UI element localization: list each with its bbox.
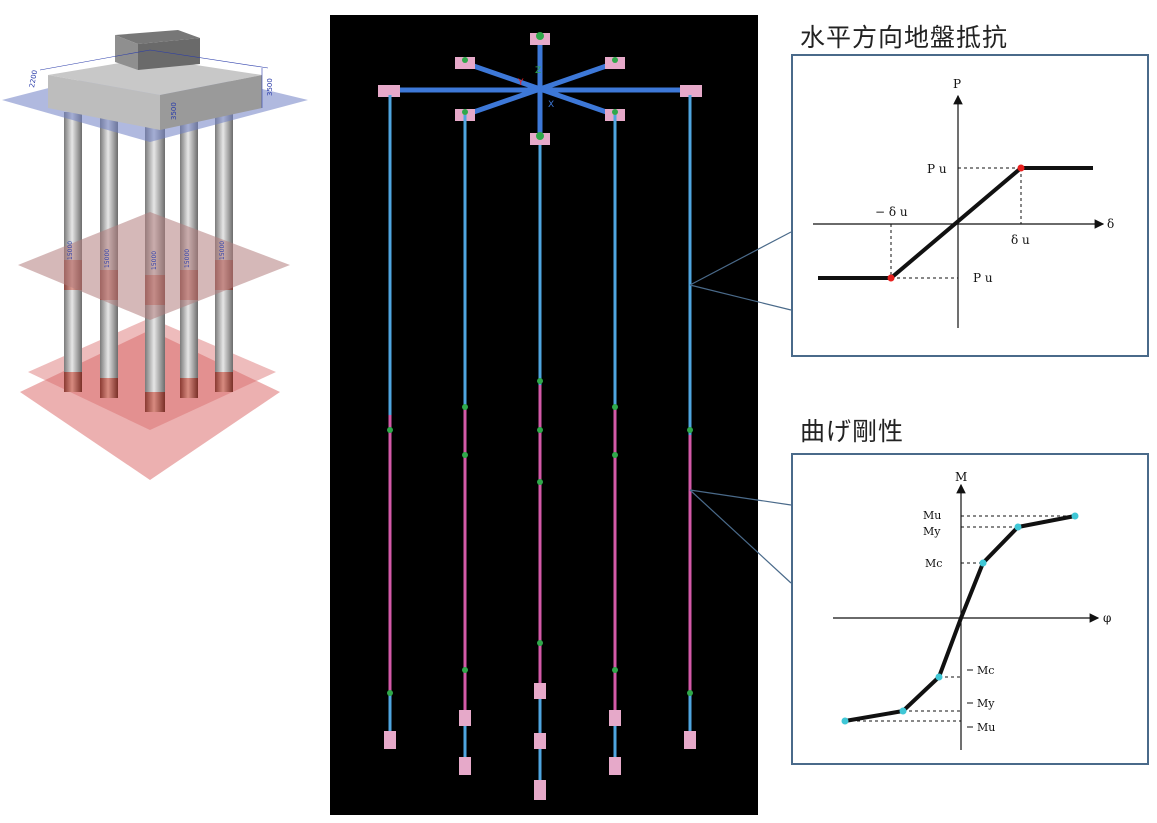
- yield-point-positive: [1017, 164, 1025, 172]
- curve-points: [841, 512, 1079, 725]
- mc-label: Mc: [925, 557, 942, 570]
- dimension-label: 2200: [28, 69, 39, 88]
- dimension-label: 3500: [266, 78, 274, 96]
- soil-resistance-title: 水平方向地盤抵抗: [800, 23, 1009, 52]
- bending-stiffness-title: 曲げ剛性: [800, 417, 905, 446]
- neg-mc-label: Mc: [977, 664, 994, 677]
- soil-resistance-graph: P δ P u P u − δ u δ u: [791, 54, 1149, 357]
- axis-label-z: Z: [535, 66, 541, 76]
- pile-cap: [48, 30, 262, 130]
- pu-label-top: P u: [927, 162, 947, 176]
- soil-layer-plane-middle: [18, 212, 290, 320]
- dimension-label: 15000: [104, 249, 111, 268]
- my-label: My: [923, 525, 941, 538]
- axis-label-x: X: [548, 100, 554, 110]
- neg-my-label: My: [977, 697, 995, 710]
- delta-u-label: δ u: [1011, 233, 1030, 247]
- axis-label-y: Y: [517, 78, 524, 88]
- dimension-label: 15000: [219, 241, 226, 260]
- delta-axis-label: δ: [1107, 217, 1114, 231]
- mu-label: Mu: [923, 509, 941, 522]
- neg-delta-u-label: − δ u: [875, 205, 908, 219]
- dimension-label: 15000: [151, 251, 158, 270]
- spring-nodes: [387, 378, 693, 696]
- pile-cap-frame: [390, 40, 690, 140]
- dimension-label: 15000: [184, 249, 191, 268]
- dimension-label: 15000: [67, 241, 74, 260]
- m-axis-label: M: [955, 470, 967, 484]
- yield-point-negative: [887, 274, 895, 282]
- neg-mu-label: Mu: [977, 721, 995, 734]
- phi-axis-label: φ: [1103, 611, 1111, 625]
- 3d-foundation-model: 15000 15000 15000 15000 15000 2200 3500 …: [2, 30, 308, 480]
- p-axis-label: P: [953, 77, 961, 91]
- bending-stiffness-graph: M φ Mu My Mc Mc My Mu: [791, 453, 1149, 765]
- pu-label-bottom: P u: [973, 271, 993, 285]
- dimension-label: 3500: [170, 102, 178, 120]
- frame-model-view: X Y Z: [330, 15, 758, 815]
- resistance-curve: [818, 166, 1093, 280]
- bottom-supports: [384, 683, 696, 800]
